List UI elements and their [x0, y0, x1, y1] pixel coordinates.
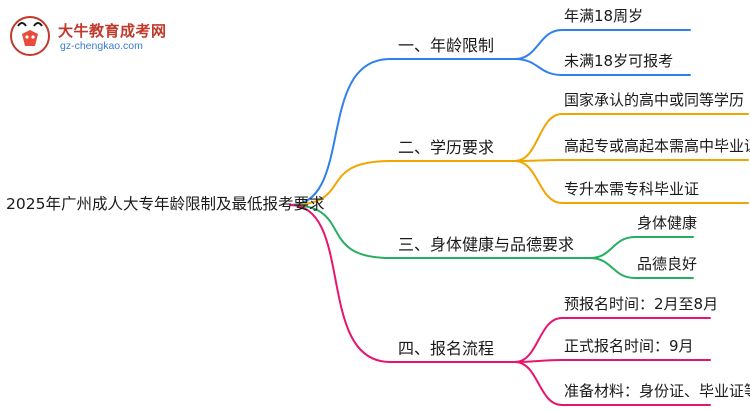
leaf-label-2-2: 高起专或高起本需高中毕业证: [564, 137, 750, 155]
brand-url: gz-chengkao.com: [60, 40, 143, 52]
leaf-connector-2-3: [514, 160, 749, 204]
leaf-connector-1-2: [514, 58, 691, 76]
branch-connector-3: [289, 204, 591, 259]
leaf-connector-2-2: [514, 159, 749, 162]
leaf-label-4-2: 正式报名时间：9月: [564, 337, 694, 355]
leaf-label-4-1: 预报名时间：2月至8月: [564, 295, 719, 313]
leaf-label-3-1: 身体健康: [637, 214, 698, 232]
leaf-connector-4-1: [514, 317, 711, 363]
leaf-connector-4-2: [514, 359, 711, 363]
leaf-label-2-3: 专升本需专科毕业证: [564, 180, 700, 198]
leaf-connector-3-1: [589, 236, 694, 259]
leaf-connector-3-2: [589, 257, 694, 279]
bull-mascot-icon: [10, 16, 50, 56]
root-title: 2025年广州成人大专年龄限制及最低报考要求: [6, 195, 325, 213]
branch-label-4: 四、报名流程: [398, 339, 495, 358]
branch-connector-4: [289, 204, 516, 363]
branch-label-2: 二、学历要求: [398, 138, 495, 157]
leaf-label-3-2: 品德良好: [637, 255, 698, 273]
leaf-label-2-1: 国家承认的高中或同等学历: [564, 91, 745, 109]
branch-label-3: 三、身体健康与品德要求: [398, 235, 575, 254]
leaf-label-1-1: 年满18周岁: [564, 7, 644, 25]
leaf-connector-1-1: [514, 29, 691, 60]
leaf-connector-2-1: [514, 113, 749, 162]
branch-connector-1: [289, 58, 516, 206]
brand-logo: 大牛教育成考网 gz-chengkao.com: [8, 14, 208, 58]
leaf-label-4-3: 准备材料：身份证、毕业证等: [564, 382, 750, 400]
leaf-connector-4-3: [514, 361, 711, 406]
branch-label-1: 一、年龄限制: [398, 36, 495, 55]
brand-name: 大牛教育成考网: [58, 22, 167, 40]
branch-connector-2: [289, 160, 516, 206]
leaf-label-1-2: 未满18岁可报考: [564, 52, 674, 70]
